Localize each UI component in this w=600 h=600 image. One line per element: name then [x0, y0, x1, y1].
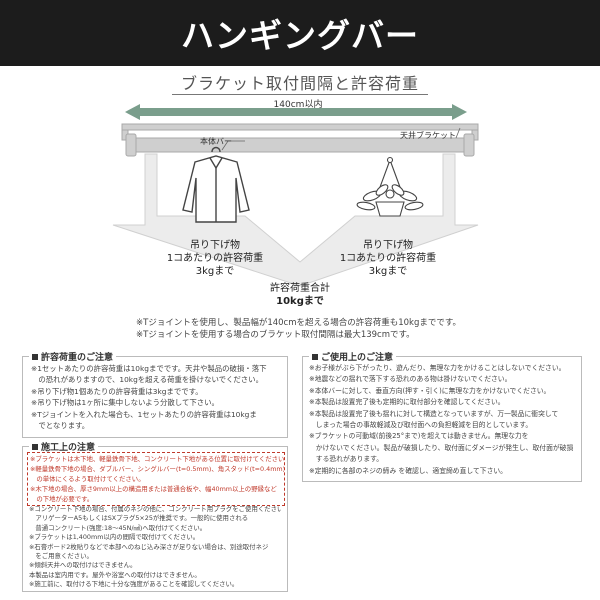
- product-title: ハンギングバー: [181, 16, 419, 55]
- install-caution-line: ※ブラケットは1,400mm以内の間隔で取付けてください。: [29, 533, 200, 542]
- load-caution-line: でとなります。: [31, 421, 90, 431]
- load-caution-line: ※吊り下げ物は1ヶ所に集中しないよう分散して下さい。: [31, 398, 219, 408]
- install-caution-line: ※傾斜天井への取付けはできません。: [29, 561, 137, 570]
- width-label: 140cm以内: [274, 98, 323, 110]
- install-caution-line: ※コンクリート下地の場合、付属のネジの他に、コンクリート用プラグをご使用ください…: [29, 505, 281, 513]
- load-caution-line: ※吊り下げ物1個あたりの許容荷重は3kgまでです。: [31, 386, 203, 396]
- load-caution-text: ※1セットあたりの許容荷重は10kgまでです。天井や製品の破損・落下 の恐れがあ…: [31, 363, 266, 431]
- install-warning-line: ※ブラケットは木下地、軽量鉄骨下地、コンクリート下地がある位置に取付けてください…: [30, 455, 285, 463]
- install-caution-line: アリゲーターA5もしくはSXプラグ5×25が推奨です。一般的に使用される: [29, 514, 249, 523]
- left-load-line-2: 1コあたりの許容荷重: [167, 251, 263, 264]
- usage-caution-line: ※本体バーに対して、垂直方向(押す・引く)に無理な力をかけないでください。: [309, 386, 551, 395]
- usage-caution-line: ※本製品は設置完了後も定期的に取付部分を確認してください。: [309, 398, 505, 407]
- note-line-1: ※Tジョイントを使用し、製品幅が140cmを超える場合の許容荷重も10kgまでで…: [136, 318, 462, 328]
- load-funnel: [112, 153, 479, 287]
- usage-caution-text: ※お子様がぶら下がったり、遊んだり、無理な力をかけることはしないでください。 ※…: [309, 363, 573, 477]
- load-caution-box: 許容荷重のご注意 ※1セットあたりの許容荷重は10kgまでです。天井や製品の破損…: [22, 350, 288, 438]
- usage-caution-line: ※お子様がぶら下がったり、遊んだり、無理な力をかけることはしないでください。: [309, 364, 566, 372]
- left-load-line-3: 3kgまで: [196, 265, 235, 277]
- usage-caution-title: ご使用上のご注意: [309, 350, 397, 363]
- width-arrow: [125, 104, 467, 120]
- usage-caution-line: ※地震などの揺れで落下する恐れのある物は掛けないでください。: [309, 375, 512, 384]
- usage-caution-line: ※定期的に各部のネジの締み を確認し、適宜締め直して下さい。: [309, 466, 507, 475]
- bracket-diagram: 140cm以内 本体バー 天井ブラケット: [112, 98, 479, 307]
- hanging-plant-icon: [356, 156, 424, 217]
- header-banner: ハンギングバー: [0, 0, 600, 66]
- right-load-line-1: 吊り下げ物: [363, 238, 413, 251]
- install-caution-text: ※コンクリート下地の場合、付属のネジの他に、コンクリート用プラグをご使用ください…: [29, 505, 281, 590]
- install-warning-line: ※軽量鉄骨下地の場合、ダブルバー、シングルバー(t=0.5mm)、角スタッド(t…: [30, 465, 285, 473]
- usage-caution-box: ご使用上のご注意 ※お子様がぶら下がったり、遊んだり、無理な力をかけることはしな…: [302, 350, 582, 482]
- hanging-bar: [121, 123, 479, 157]
- bar-label: 本体バー: [200, 136, 232, 146]
- total-load-line-1: 許容荷重合計: [270, 281, 330, 294]
- install-warning-block: ※ブラケットは木下地、軽量鉄骨下地、コンクリート下地がある位置に取付けてください…: [27, 452, 285, 506]
- left-load-line-1: 吊り下げ物: [190, 238, 240, 251]
- right-load-line-3: 3kgまで: [369, 265, 408, 277]
- usage-caution-line: ※本製品は設置完了後も揺れに対して構造となっていますが、万一製品に衝突して: [309, 409, 559, 418]
- load-caution-title: 許容荷重のご注意: [29, 350, 117, 363]
- usage-caution-line: する恐れがあります。: [309, 455, 384, 464]
- usage-caution-line: ※ブラケットの可動域(前後25°まで)を超えては動きません。無理な力を: [309, 432, 529, 441]
- install-warning-line: ※木下地の場合、厚さ9mm以上の構造用または普通合板や、幅40mm以上の野縁など: [30, 485, 277, 493]
- install-caution-line: 本製品は室内用です。屋外や浴室への取付けはできません。: [29, 570, 201, 579]
- bar-label-leader: [221, 140, 245, 151]
- install-caution-line: をご用意ください。: [29, 552, 93, 561]
- subtitle-underline: [172, 94, 428, 95]
- bracket-label-leader: [455, 127, 461, 139]
- install-caution-title: 施工上の注意: [29, 440, 99, 453]
- load-caution-line: ※Tジョイントを入れた場合も、1セットあたりの許容荷重は10kgま: [31, 409, 257, 419]
- install-caution-line: 普通コンクリート(強度:18～45N/㎟)へ取付けてください。: [29, 523, 207, 532]
- install-caution-line: ※石膏ボード2枚貼りなどで本部へのねじ込み深さが足りない場合は、別途取付ネジ: [29, 542, 269, 551]
- note-line-2: ※Tジョイントを使用する場合のブラケット取付間隔は最大139cmです。: [136, 330, 415, 340]
- right-load-line-2: 1コあたりの許容荷重: [340, 251, 436, 264]
- diagram-subtitle: ブラケット取付間隔と許容荷重: [180, 74, 419, 93]
- install-caution-line: ※施工前に、取付ける下地に十分な強度があることを確認してください。: [29, 580, 239, 589]
- usage-caution-line: しまった場合の事故軽減及び取付面への負担軽減を目的としています。: [309, 421, 533, 430]
- load-caution-line: ※1セットあたりの許容荷重は10kgまでです。天井や製品の破損・落下: [31, 364, 267, 373]
- install-warning-line: の下地が必要です。: [30, 495, 94, 503]
- install-warning-line: の単体にくるよう取付けてください。: [30, 475, 145, 483]
- usage-caution-line: かけないでください。製品が破損したり、取付面にダメージが発生し、取付面が破損: [309, 443, 574, 452]
- bracket-label: 天井ブラケット: [400, 130, 456, 140]
- shirt-icon: [182, 146, 250, 223]
- load-caution-line: の恐れがありますので、10kgを超える荷重を掛けないでください。: [31, 375, 263, 385]
- install-caution-box: 施工上の注意 ※ブラケットは木下地、軽量鉄骨下地、コンクリート下地がある位置に取…: [22, 440, 288, 592]
- total-load-line-2: 10kgまで: [276, 295, 324, 307]
